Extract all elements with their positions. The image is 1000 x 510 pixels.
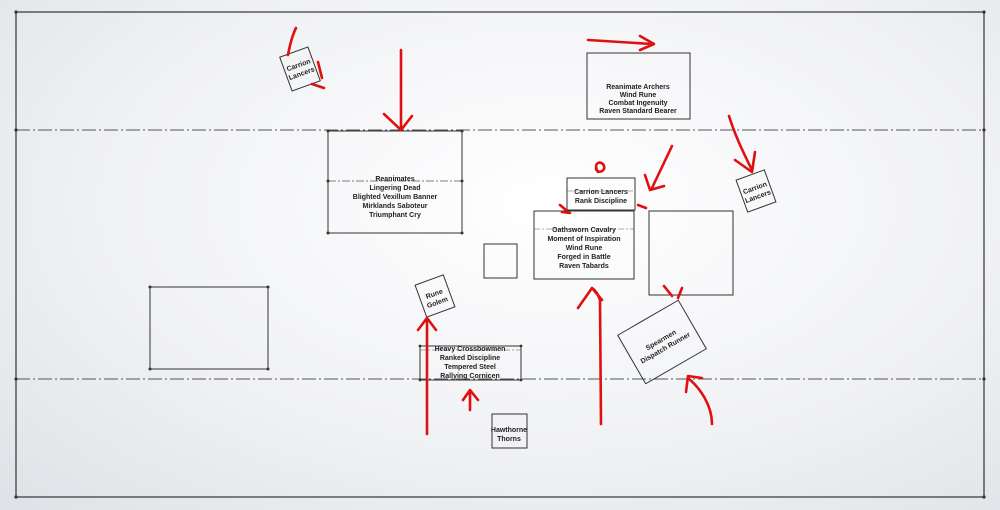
unit-heavy-crossbowmen: Heavy Crossbowmen Ranked Discipline Temp… (418, 344, 523, 382)
unit-label: Thorns (497, 436, 521, 443)
arrow-carrion-center (643, 144, 674, 192)
unit-label: Reanimates (375, 176, 414, 183)
unit-label: Blighted Vexillum Banner (353, 194, 438, 201)
unit-spearmen: Spearmen Dispatch Runner (617, 299, 707, 385)
unit-carrion-lancers-right: Carrion Lancers (735, 169, 777, 213)
unit-label: Mirklands Saboteur (363, 203, 428, 210)
unit-label: Rallying Cornicen (440, 373, 500, 380)
unit-label: Combat Ingenuity (608, 100, 667, 107)
arrow-rune-golem (416, 316, 438, 436)
arrow-marks-carrion-topleft (310, 60, 326, 90)
unit-oathsworn-cavalry: Oathsworn Cavalry Moment of Inspiration … (533, 210, 635, 280)
unit-label: Raven Standard Bearer (599, 108, 677, 115)
arrow-oathsworn (576, 286, 604, 426)
arrow-reanimates (382, 48, 414, 132)
unit-label: Rank Discipline (575, 198, 627, 205)
tick-marks-spearmen (662, 284, 684, 300)
tick-marks-center (558, 203, 648, 215)
unit-label: Raven Tabards (559, 263, 609, 270)
unit-label: Moment of Inspiration (547, 236, 620, 243)
annotations (286, 26, 757, 436)
unit-label: Lingering Dead (370, 185, 421, 192)
unit-label: Reanimate Archers (606, 84, 670, 91)
unit-label: Oathsworn Cavalry (552, 227, 616, 234)
unit-label: Heavy Crossbowmen (435, 346, 506, 353)
arrow-crossbowmen (461, 388, 480, 412)
terrain-right (648, 210, 734, 296)
unit-label: Hawthorne (491, 427, 527, 434)
spiral-mark (594, 161, 606, 174)
unit-label: Wind Rune (620, 92, 657, 99)
unit-reanimates: Reanimates Lingering Dead Blighted Vexil… (326, 129, 464, 235)
unit-label: Carrion Lancers (574, 189, 628, 196)
unit-reanimate-archers: Reanimate Archers Wind Rune Combat Ingen… (586, 52, 691, 120)
arrow-carrion-topleft (286, 26, 298, 57)
unit-label: Triumphant Cry (369, 212, 421, 219)
terrain-center-small (483, 243, 518, 279)
unit-hawthorne-thorns: Hawthorne Thorns (491, 413, 528, 449)
drawing-border (15, 11, 985, 498)
unit-label: Wind Rune (566, 245, 603, 252)
arrow-carrion-right (727, 114, 757, 174)
arrow-spearmen (684, 374, 714, 426)
unit-label: Forged in Battle (557, 254, 610, 261)
unit-rune-golem: Rune Golem (414, 274, 456, 318)
unit-label: Ranked Discipline (440, 355, 500, 362)
arrow-reanimate-archers (586, 34, 656, 52)
unit-carrion-lancers-center: Carrion Lancers Rank Discipline (566, 177, 636, 211)
unit-label: Tempered Steel (444, 364, 496, 371)
terrain-left (148, 285, 270, 371)
